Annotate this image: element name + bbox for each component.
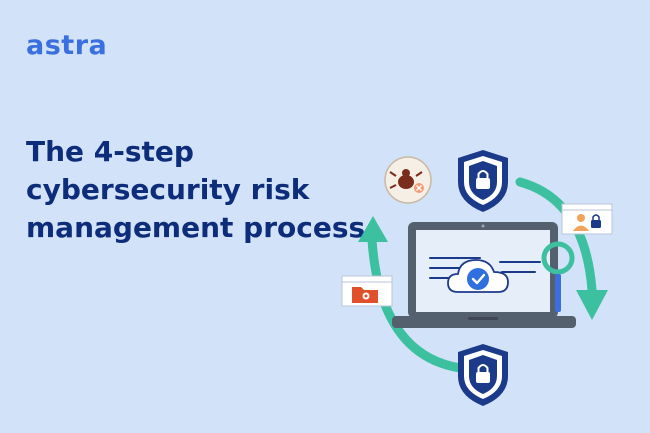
shield-lock-icon (458, 150, 508, 212)
bug-icon (384, 156, 432, 204)
page-title: The 4-step cybersecurity risk management… (26, 133, 366, 247)
astra-logo[interactable]: astra (26, 30, 108, 61)
cloud-check-icon (447, 259, 509, 293)
arrow-head-up (358, 216, 388, 242)
shield-lock-icon-bottom (458, 344, 508, 406)
title-line-3: management process (26, 211, 366, 244)
magnifier-icon (541, 241, 575, 312)
title-line-1: The 4-step (26, 135, 194, 168)
arrow-head-down (576, 290, 608, 320)
user-lock-card-icon (561, 203, 613, 235)
risk-cycle-illustration (341, 150, 613, 406)
folder-gear-card-icon (341, 275, 393, 307)
title-line-2: cybersecurity risk (26, 173, 310, 206)
